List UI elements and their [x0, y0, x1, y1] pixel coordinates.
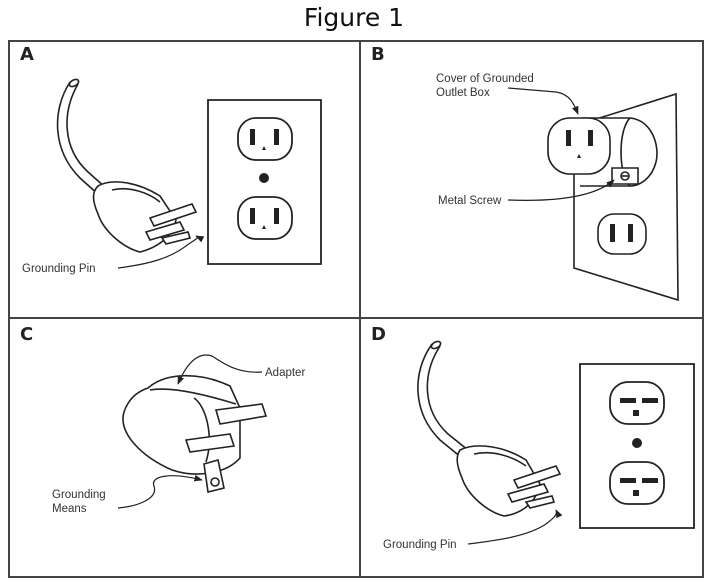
panel-c-adapter-callout-arrow: [178, 355, 262, 385]
panel-b-screw-callout-arrow: [508, 179, 615, 200]
panel-b-cover-label-line2: Outlet Box: [436, 87, 490, 99]
panel-d-outlet-plate: [580, 364, 694, 528]
panel-a-plug-illustration: [58, 78, 196, 252]
panel-b-letter: B: [371, 44, 385, 65]
panel-b-metal-screw-label: Metal Screw: [438, 195, 502, 207]
panel-c-letter: C: [20, 324, 34, 345]
panel-b-adapter-illustration: [548, 118, 657, 186]
panel-c-grounding-label-line2: Means: [52, 503, 87, 515]
grid-horizontal-divider: [8, 317, 704, 319]
panel-d-plug-illustration: [418, 340, 560, 516]
panel-c-adapter-illustration: [123, 376, 266, 492]
panel-b-cover-label-line1: Cover of Grounded: [436, 73, 534, 85]
grid-vertical-divider: [359, 40, 361, 578]
panel-a-callout-arrow: [118, 236, 205, 268]
panel-a-grounding-pin-label: Grounding Pin: [22, 263, 96, 275]
panel-c-grounding-callout-arrow: [118, 474, 203, 508]
panel-d-callout-arrow: [468, 509, 563, 544]
panel-d-letter: D: [371, 324, 386, 345]
panel-grid: [8, 40, 704, 578]
panel-c-grounding-label-line1: Grounding: [52, 489, 106, 501]
panel-d-grounding-pin-label: Grounding Pin: [383, 539, 457, 551]
panel-b-cover-callout-arrow: [508, 88, 578, 115]
panel-c-adapter-label: Adapter: [265, 367, 306, 379]
panel-a-letter: A: [20, 44, 34, 65]
figure-title: Figure 1: [303, 3, 405, 32]
panel-a-outlet-plate: [208, 100, 321, 264]
